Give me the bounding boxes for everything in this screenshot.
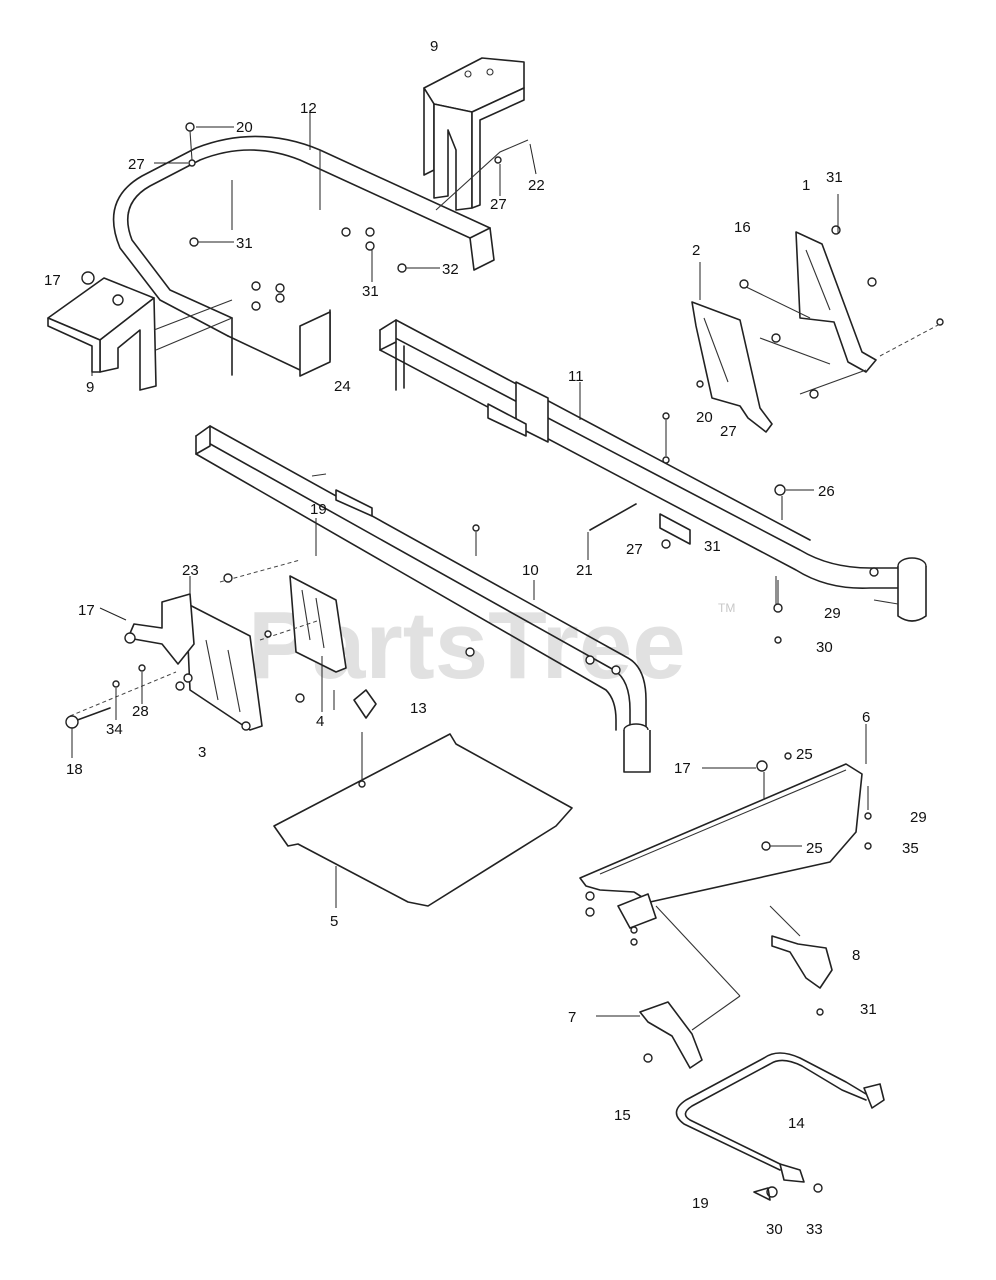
leader-lines [71, 110, 867, 1017]
callout-28: 28 [132, 703, 149, 720]
callout-17-right: 17 [674, 760, 691, 777]
callout-1: 1 [802, 177, 810, 194]
callout-32: 32 [442, 261, 459, 278]
callout-27-handle: 27 [490, 196, 507, 213]
callout-16: 16 [734, 219, 751, 236]
part-bracket-17-left [47, 271, 233, 391]
callout-18: 18 [66, 761, 83, 778]
callout-31-mid: 31 [704, 538, 721, 555]
callout-2: 2 [692, 242, 700, 259]
part-plate-4 [289, 575, 347, 673]
callout-13: 13 [410, 700, 427, 717]
callout-25-mid: 25 [806, 840, 823, 857]
callout-6: 6 [862, 709, 870, 726]
part-bracket-23 [127, 593, 195, 665]
part-bracket-1 [739, 231, 877, 395]
callout-31-bottom: 31 [860, 1001, 877, 1018]
callout-35: 35 [902, 840, 919, 857]
callout-9-top: 9 [430, 38, 438, 55]
callout-26: 26 [818, 483, 835, 500]
callout-34: 34 [106, 721, 123, 738]
callout-22: 22 [528, 177, 545, 194]
part-handle-12 [112, 135, 495, 377]
callout-31-top-right: 31 [826, 169, 843, 186]
callout-14: 14 [788, 1115, 805, 1132]
callout-17-left: 17 [44, 272, 61, 289]
callout-23: 23 [182, 562, 199, 579]
part-panel-5 [273, 732, 573, 907]
part-bracket-7 [639, 905, 741, 1069]
callout-12: 12 [300, 100, 317, 117]
callout-24: 24 [334, 378, 351, 395]
callout-5: 5 [330, 913, 338, 930]
part-frame-11 [379, 319, 927, 622]
callout-20-right: 20 [696, 409, 713, 426]
callout-31-handle: 31 [236, 235, 253, 252]
callouts: 1 2 3 4 5 6 7 8 9 9 10 11 12 13 14 15 16… [44, 38, 927, 1238]
part-bracket-9-top [423, 57, 525, 211]
callout-3: 3 [198, 744, 206, 761]
callout-20-top: 20 [236, 119, 253, 136]
callout-29-right: 29 [910, 809, 927, 826]
callout-33: 33 [806, 1221, 823, 1238]
callout-15: 15 [614, 1107, 631, 1124]
part-hook-13 [353, 689, 377, 719]
part-bracket-2 [691, 301, 773, 433]
callout-19-bottom: 19 [692, 1195, 709, 1212]
callout-21: 21 [576, 562, 593, 579]
callout-27-right: 27 [720, 423, 737, 440]
callout-17-mid: 17 [78, 602, 95, 619]
watermark-trademark: TM [718, 601, 735, 615]
callout-29-top: 29 [824, 605, 841, 622]
callout-8: 8 [852, 947, 860, 964]
callout-25-top: 25 [796, 746, 813, 763]
callout-4: 4 [316, 713, 324, 730]
part-bracket-8 [769, 905, 833, 989]
part-frame-6 [579, 763, 863, 929]
callout-19-mid: 19 [310, 501, 327, 518]
callout-31-handle-low: 31 [362, 283, 379, 300]
callout-10: 10 [522, 562, 539, 579]
callout-27-mid: 27 [626, 541, 643, 558]
callout-11: 11 [568, 368, 584, 385]
callout-27-top: 27 [128, 156, 145, 173]
callout-30-bottom: 30 [766, 1221, 783, 1238]
part-rod-14 [675, 1052, 885, 1183]
callout-9-left: 9 [86, 379, 94, 396]
callout-7: 7 [568, 1009, 576, 1026]
callout-30-top: 30 [816, 639, 833, 656]
hardware-set [65, 122, 944, 1201]
